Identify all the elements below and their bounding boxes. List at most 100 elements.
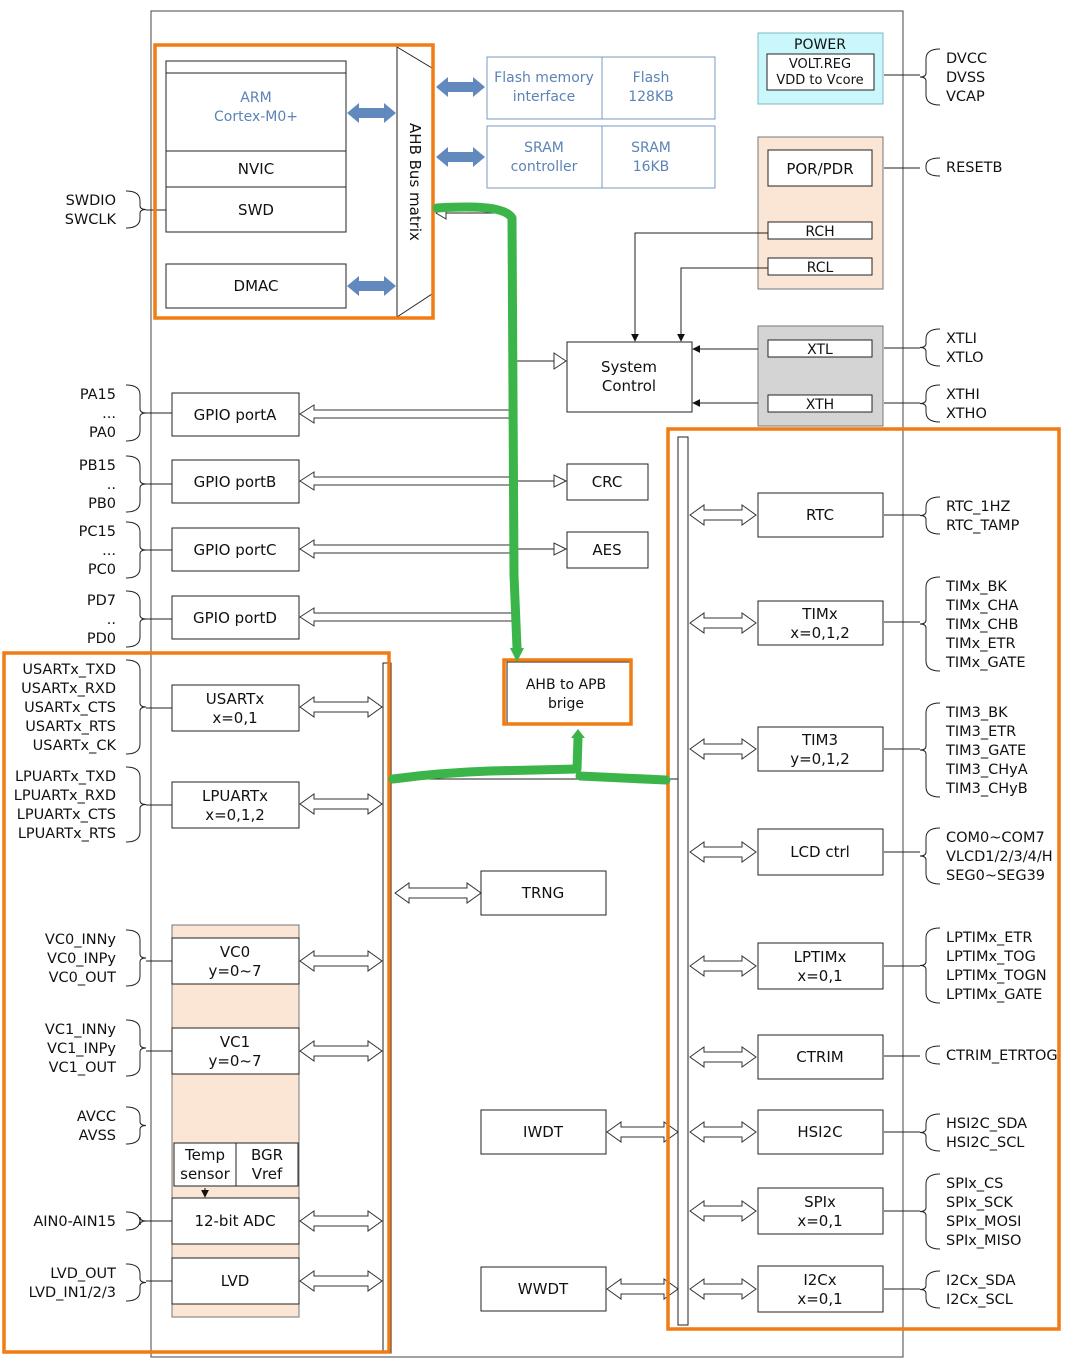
- pin-pd-1: ..: [107, 612, 116, 628]
- dmac-label: DMAC: [234, 277, 279, 295]
- trng-arrow: [394, 882, 482, 904]
- apb-lcd-label: LCD ctrl: [790, 843, 850, 861]
- left-adc-arrow: [299, 1210, 383, 1232]
- usart-label-1: USARTx: [206, 690, 265, 708]
- iwdt-label: IWDT: [523, 1123, 564, 1141]
- vc1-block: [171, 1027, 300, 1075]
- pin-tim3-0: TIM3_BK: [945, 705, 1008, 721]
- xth-block: [767, 394, 873, 413]
- apb-i2c-label-1: I2Cx: [803, 1271, 836, 1289]
- pin-reset-0: RESETB: [946, 160, 1002, 176]
- voltreg-label-1: VOLT.REG: [789, 57, 851, 72]
- left-lpuart-arrow: [299, 793, 383, 815]
- vc1-label-2: y=0~7: [208, 1052, 261, 1070]
- arm-bus-arrow: [347, 103, 396, 123]
- left-vc1-arrow: [299, 1040, 383, 1062]
- gpio-portb-label: GPIO portB: [194, 473, 277, 491]
- pin-xtl-0: XTLI: [946, 331, 977, 347]
- nvic-label: NVIC: [238, 160, 274, 178]
- pin-lpuart-3: LPUARTx_RTS: [18, 826, 116, 842]
- pin-i2c-0: I2Cx_SDA: [946, 1273, 1016, 1289]
- apb-tim3-label-1: TIM3: [801, 731, 838, 749]
- pin-tim3-4: TIM3_CHyB: [945, 781, 1028, 797]
- pin-usart-0: USARTx_TXD: [22, 662, 116, 678]
- chip-outline: [150, 10, 904, 1358]
- pin-lpuart-2: LPUARTx_CTS: [17, 807, 116, 823]
- apb-i2c-label-2: x=0,1: [797, 1290, 842, 1308]
- bgr-label-2: Vref: [252, 1165, 283, 1183]
- apb-path-left: [388, 733, 583, 784]
- pin-lpuart-1: LPUARTx_RXD: [14, 788, 116, 804]
- left-apb-group: USARTx x=0,1 LPUARTx x=0,1,2 VC0 y=0~7 V…: [171, 662, 392, 1354]
- apb-lptim-block: [757, 942, 884, 990]
- arm-label-1: ARM: [240, 90, 271, 106]
- flash-if-label-2: interface: [513, 89, 575, 105]
- pin-lptim-3: LPTIMx_GATE: [946, 987, 1042, 1003]
- power-title: POWER: [794, 37, 846, 53]
- lvd-block: [171, 1257, 300, 1305]
- apb-spi-label-1: SPIx: [804, 1193, 836, 1211]
- swd-label: SWD: [238, 201, 274, 219]
- pin-pc-1: ...: [102, 543, 116, 559]
- pin-pb-1: ..: [107, 477, 116, 493]
- pin-timx-1: TIMx_CHA: [945, 598, 1019, 614]
- lpuart-label-2: x=0,1,2: [205, 806, 265, 824]
- pin-spi-1: SPIx_SCK: [946, 1195, 1013, 1211]
- apb-timx-arrow: [689, 612, 757, 634]
- gpio-portc-block: [171, 527, 300, 572]
- sram-bus-arrow: [436, 147, 485, 167]
- apb-hsi2c-arrow: [689, 1121, 757, 1143]
- pin-tim3-3: TIM3_CHyA: [945, 762, 1028, 778]
- ahb-to-apb-label-1: AHB to APB: [526, 677, 606, 693]
- apb-timx-block: [757, 600, 884, 646]
- apb-hsi2c-block: [757, 1109, 884, 1155]
- pin-avcc-0: AVCC: [77, 1109, 116, 1125]
- apb-ctrim-arrow: [689, 1046, 757, 1068]
- gpio-portc-label: GPIO portC: [194, 541, 277, 559]
- apb-i2c-block: [757, 1265, 884, 1313]
- lpuart-block: [171, 781, 300, 829]
- xtl-label: XTL: [807, 342, 833, 358]
- pin-xtl-1: XTLO: [946, 350, 984, 366]
- apb-timx-label-2: x=0,1,2: [790, 624, 850, 642]
- xtl-block: [767, 339, 873, 358]
- pin-pb-0: PB15: [79, 458, 116, 474]
- pin-swd-0: SWDIO: [66, 193, 116, 209]
- pin-ain-0: AIN0-AIN15: [33, 1214, 116, 1230]
- vc0-label-1: VC0: [220, 943, 250, 961]
- pin-xth-0: XTHI: [946, 387, 980, 403]
- pin-pa-2: PA0: [89, 425, 116, 441]
- pin-hsi2c-0: HSI2C_SDA: [946, 1116, 1027, 1132]
- pin-usart-4: USARTx_CK: [33, 738, 117, 754]
- vc0-label-2: y=0~7: [208, 962, 261, 980]
- rch-block: [767, 221, 873, 240]
- ahb-bus-matrix-label: AHB Bus matrix: [406, 123, 424, 241]
- sram-ctrl-label-1: SRAM: [524, 140, 564, 156]
- pin-swd-1: SWCLK: [65, 212, 117, 228]
- pin-labels: SWDIOSWCLKPA15...PA0PB15..PB0PC15...PC0P…: [14, 48, 1058, 1309]
- apb-tim3-block: [757, 726, 884, 772]
- rch-label: RCH: [805, 224, 834, 240]
- pin-vc1-1: VC1_INPy: [47, 1041, 116, 1057]
- pin-ctrim-0: CTRIM_ETRTOG: [946, 1048, 1058, 1064]
- pin-vc0-0: VC0_INNy: [45, 932, 116, 948]
- highlight-cpu: [153, 43, 435, 320]
- apb-rtc-block: [757, 492, 884, 538]
- apb-ctrim-label: CTRIM: [796, 1048, 843, 1066]
- apb-path-right: [575, 771, 671, 785]
- apb-lptim-label-1: LPTIMx: [794, 948, 847, 966]
- apb-ctrim-block: [757, 1034, 884, 1080]
- usart-label-2: x=0,1: [212, 709, 257, 727]
- highlight-right-apb: [666, 427, 1061, 1331]
- temp-label-2: sensor: [180, 1165, 231, 1183]
- pin-hsi2c-1: HSI2C_SCL: [946, 1135, 1024, 1151]
- bgr-block: [235, 1142, 299, 1187]
- adc-block: [171, 1197, 300, 1245]
- flash-if-label-1: Flash memory: [494, 70, 594, 86]
- highlight-left-apb: [2, 651, 391, 1354]
- pin-pc-2: PC0: [88, 562, 116, 578]
- pin-power-2: VCAP: [946, 89, 985, 105]
- arm-label-2: Cortex-M0+: [214, 109, 298, 125]
- pin-timx-2: TIMx_CHB: [945, 617, 1018, 633]
